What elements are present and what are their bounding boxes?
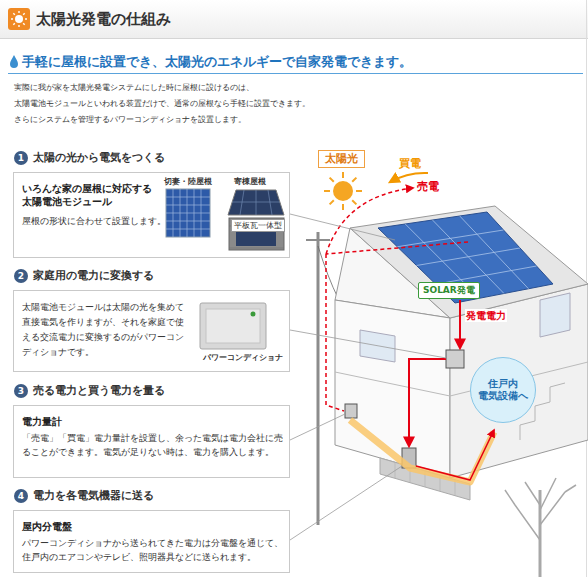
node-text: 太陽光 [325, 152, 358, 166]
intro-line: さらにシステムを管理するパワーコンディショナを設置します。 [14, 114, 246, 125]
node-text: 3 [18, 386, 24, 396]
box-heading: 屋内分電盤 [22, 520, 281, 533]
utility-pole [306, 232, 338, 525]
box-heading: 太陽電池モジュールは太陽の光を集めて直接電気を作りますが、それを家庭で使える交流… [22, 300, 188, 360]
body-text: 「売電」「買電」電力量計を設置し、余った電気は電力会社に売ることができます。電気… [22, 431, 288, 459]
destination-circle: 住戸内 電気設備へ [470, 357, 536, 423]
power-flow-lines [326, 173, 494, 482]
node-text: 住戸内 電気設備へ [477, 378, 529, 402]
sun-symbol [324, 172, 362, 210]
tag-box: 平板瓦一体型 [231, 219, 285, 232]
label-slot: 売電 [417, 180, 439, 193]
box-heading: いろんな家の屋根に対応する 太陽電池モジュール [22, 182, 158, 208]
section-heading: 売る電力と買う電力を量る [33, 384, 281, 397]
subtitle: 手軽に屋根に設置でき、太陽光のエネルギーで自家発電できます。 [22, 54, 412, 70]
picture-caption: パワーコンディショナ [203, 353, 283, 363]
intro-line: 実際に我が家を太陽光発電システムにした時に屋根に設けるのは、 [14, 82, 254, 93]
label-slot: さらにシステムを管理するパワーコンディショナを設置します。 [14, 114, 246, 125]
callout-number: 2 [14, 269, 28, 283]
label-slot: 発電電力 [465, 309, 507, 322]
callout-number: 3 [14, 384, 28, 398]
title-slot: 太陽光発電の仕組み [36, 9, 171, 29]
body-text: パワーコンディショナから送られてきた電力は分電盤を通じて、住戸内のエアコンやテレ… [22, 536, 288, 564]
header-icon [8, 8, 30, 30]
power-conditioner-picture [200, 303, 266, 349]
subtitle-mark [8, 55, 583, 74]
node-text: 1 [18, 153, 24, 163]
intro-line: 太陽電池モジュールといわれる装置だけで、通常の屋根なら手軽に設置できます。 [14, 98, 310, 109]
node-text: 平板瓦一体型 [234, 221, 282, 230]
sunlight-tag: 太陽光 [318, 150, 365, 168]
label-slot: 実際に我が家を太陽光発電システムにした時に屋根に設けるのは、 [14, 82, 254, 93]
label-slot: 買電 [399, 157, 421, 170]
node-text: 2 [18, 271, 24, 281]
node-text: 4 [18, 491, 24, 501]
picture-caption: 寄棟屋根 [234, 177, 266, 187]
label-slot: 切妻・陸屋根 [164, 177, 212, 187]
tree-picture [505, 478, 576, 577]
flow-label: 発電電力 [465, 309, 507, 322]
box-heading: 電力量計 [22, 415, 281, 428]
picture-caption: 切妻・陸屋根 [164, 177, 212, 187]
solar-sign: SOLAR発電 [418, 282, 480, 299]
section-heading: 太陽の光から電気をつくる [33, 151, 281, 164]
section-heading: 家庭用の電力に変換する [33, 269, 281, 282]
house-picture [335, 206, 588, 500]
flow-label: 売電 [417, 180, 439, 193]
label-slot: 寄棟屋根 [234, 177, 266, 187]
solar-panel-pictures [166, 189, 284, 250]
node-text: SOLAR発電 [423, 285, 475, 296]
label-slot: 太陽電池モジュールといわれる装置だけで、通常の屋根なら手軽に設置できます。 [14, 98, 310, 109]
label-slot: 手軽に屋根に設置でき、太陽光のエネルギーで自家発電できます。 [22, 54, 412, 70]
flow-label: 買電 [399, 157, 421, 170]
callout-number: 4 [14, 489, 28, 503]
page-title: 太陽光発電の仕組み [36, 9, 171, 29]
body-text: 屋根の形状に合わせて設置します。 [22, 214, 172, 229]
label-slot: パワーコンディショナ [203, 353, 283, 363]
section-box: 電力を各電気機器に送る屋内分電盤パワーコンディショナから送られてきた電力は分電盤… [13, 510, 290, 573]
leader-lines [290, 214, 446, 540]
section-box: 太陽の光から電気をつくるいろんな家の屋根に対応する 太陽電池モジュール屋根の形状… [13, 172, 290, 258]
section-box: 売る電力と買う電力を量る電力量計「売電」「買電」電力量計を設置し、余った電気は電… [13, 405, 290, 478]
callout-number: 1 [14, 151, 28, 165]
section-box: 家庭用の電力に変換する太陽電池モジュールは太陽の光を集めて直接電気を作りますが、… [13, 290, 290, 372]
section-heading: 電力を各電気機器に送る [33, 489, 281, 502]
